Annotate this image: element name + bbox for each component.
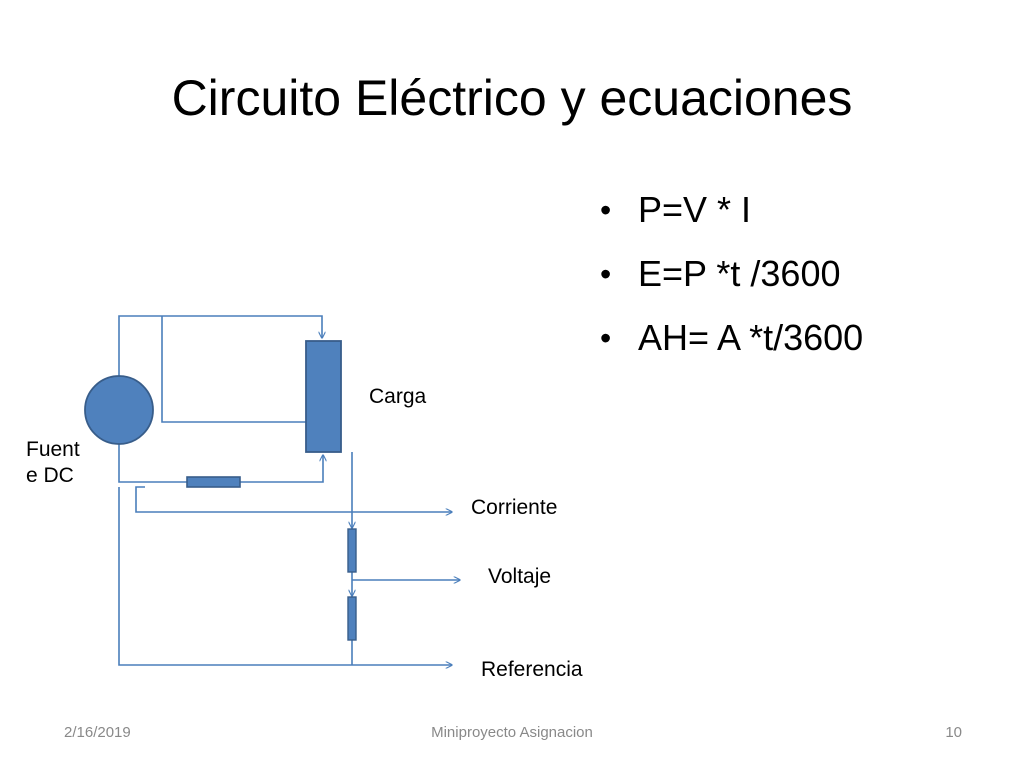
wire-shunt-to-load-bottom xyxy=(240,455,323,483)
equation-amp-hours: • AH= A *t/3600 xyxy=(600,306,863,370)
bullet-icon: • xyxy=(600,192,612,228)
equation-list: • P=V * I • E=P *t /3600 • AH= A *t/3600 xyxy=(600,178,863,370)
dc-source xyxy=(84,375,154,445)
wire-reference-output xyxy=(118,487,452,665)
current-output-label: Corriente xyxy=(471,496,558,519)
divider-resistor-top xyxy=(347,528,357,573)
load-resistor xyxy=(305,340,342,453)
equation-energy: • E=P *t /3600 xyxy=(600,242,863,306)
wire-source-to-shunt xyxy=(118,444,188,483)
equation-power: • P=V * I xyxy=(600,178,863,242)
bullet-icon: • xyxy=(600,256,612,292)
source-label: Fuente DC xyxy=(26,438,80,487)
shunt-resistor xyxy=(186,476,241,488)
voltage-output-label: Voltaje xyxy=(488,565,552,588)
reference-output-label: Referencia xyxy=(481,658,583,681)
footer-date: 2/16/2019 xyxy=(64,724,131,741)
wire-source-to-load-top xyxy=(118,315,322,376)
footer-title: Miniproyecto Asignacion xyxy=(431,724,593,741)
slide-title: Circuito Eléctrico y ecuaciones xyxy=(171,70,853,126)
wire-current-output xyxy=(135,486,452,512)
load-label: Carga xyxy=(369,385,427,408)
equation-text: P=V * I xyxy=(638,189,752,230)
equation-text: E=P *t /3600 xyxy=(638,253,841,294)
wire-inner-loop xyxy=(161,316,306,423)
divider-resistor-bottom xyxy=(347,596,357,641)
footer-page-number: 10 xyxy=(945,724,962,741)
bullet-icon: • xyxy=(600,320,612,356)
equation-text: AH= A *t/3600 xyxy=(638,317,864,358)
